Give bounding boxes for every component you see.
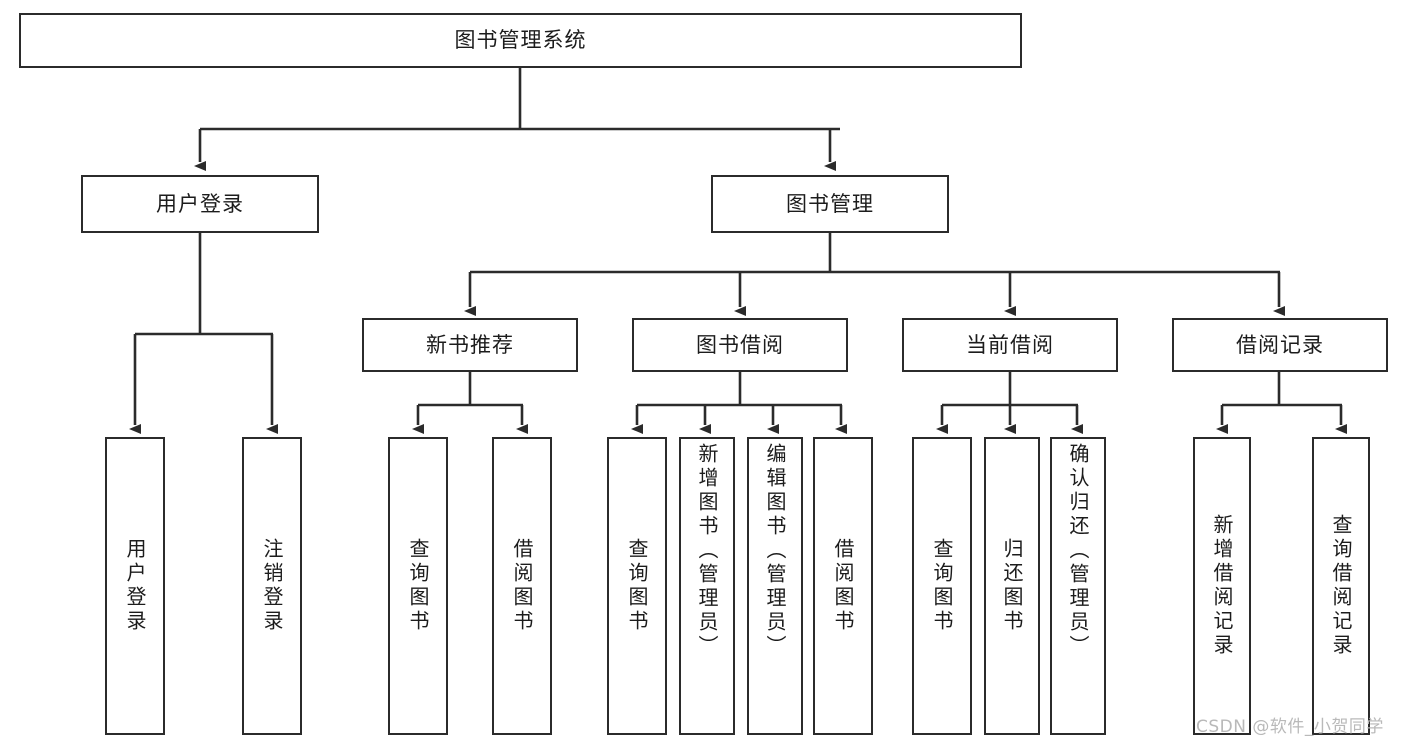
- node-label: 当前借阅: [966, 332, 1054, 357]
- node-label: 注销登录: [260, 538, 284, 634]
- leaf-book-borrow-borrow[interactable]: 借阅图书: [813, 437, 873, 735]
- csdn-watermark: CSDN @软件_小贺同学: [1196, 717, 1384, 737]
- leaf-book-borrow-edit[interactable]: 编辑图书（管理员）: [747, 437, 803, 735]
- leaf-borrow-record-query[interactable]: 查询借阅记录: [1312, 437, 1370, 735]
- leaf-borrow-record-add[interactable]: 新增借阅记录: [1193, 437, 1251, 735]
- node-new-book-recommend[interactable]: 新书推荐: [362, 318, 578, 372]
- node-label: 查询图书: [930, 538, 954, 634]
- node-label: 新增借阅记录: [1210, 514, 1234, 658]
- leaf-current-borrow-return[interactable]: 归还图书: [984, 437, 1040, 735]
- node-label: 查询借阅记录: [1329, 514, 1353, 658]
- node-label: 归还图书: [1000, 538, 1024, 634]
- leaf-new-book-borrow[interactable]: 借阅图书: [492, 437, 552, 735]
- node-label: 图书借阅: [696, 332, 784, 357]
- node-current-borrow[interactable]: 当前借阅: [902, 318, 1118, 372]
- leaf-current-borrow-query[interactable]: 查询图书: [912, 437, 972, 735]
- node-label: 新增图书（管理员）: [695, 443, 719, 659]
- node-label: 借阅记录: [1236, 332, 1324, 357]
- leaf-user-login-logout[interactable]: 注销登录: [242, 437, 302, 735]
- node-label: 用户登录: [123, 538, 147, 634]
- node-label: 图书管理系统: [454, 28, 587, 53]
- node-label: 编辑图书（管理员）: [763, 443, 787, 659]
- node-user-login[interactable]: 用户登录: [81, 175, 319, 233]
- leaf-book-borrow-query[interactable]: 查询图书: [607, 437, 667, 735]
- leaf-book-borrow-add[interactable]: 新增图书（管理员）: [679, 437, 735, 735]
- leaf-current-borrow-confirm-return[interactable]: 确认归还（管理员）: [1050, 437, 1106, 735]
- node-book-management[interactable]: 图书管理: [711, 175, 949, 233]
- node-label: 用户登录: [156, 191, 244, 216]
- node-label: 确认归还（管理员）: [1066, 443, 1090, 659]
- node-book-borrow[interactable]: 图书借阅: [632, 318, 848, 372]
- node-label: 图书管理: [786, 191, 874, 216]
- node-borrow-record[interactable]: 借阅记录: [1172, 318, 1388, 372]
- node-label: 借阅图书: [510, 538, 534, 634]
- node-root-system[interactable]: 图书管理系统: [19, 13, 1022, 68]
- leaf-new-book-query[interactable]: 查询图书: [388, 437, 448, 735]
- node-label: 新书推荐: [426, 332, 514, 357]
- node-label: 借阅图书: [831, 538, 855, 634]
- node-label: 查询图书: [406, 538, 430, 634]
- node-label: 查询图书: [625, 538, 649, 634]
- leaf-user-login-login[interactable]: 用户登录: [105, 437, 165, 735]
